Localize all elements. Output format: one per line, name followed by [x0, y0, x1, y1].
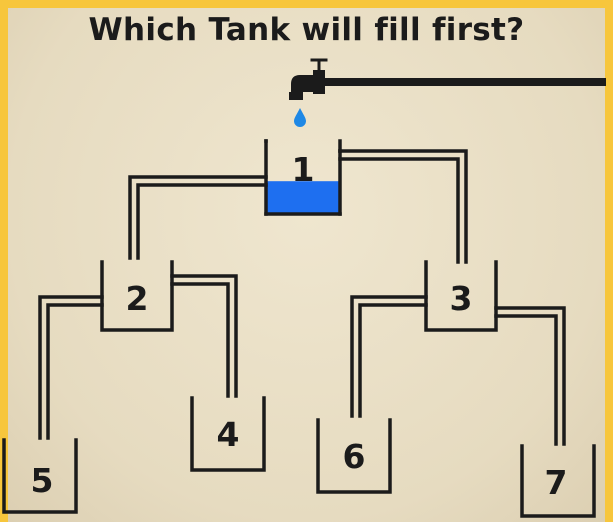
pipe-3-to-7: [496, 308, 564, 444]
water-drop-icon: [294, 108, 306, 127]
tank-6-label: 6: [343, 437, 366, 476]
tank-4-label: 4: [217, 415, 240, 454]
tank-5-label: 5: [31, 461, 54, 500]
tank-7-label: 7: [545, 463, 568, 502]
pipe-1-to-2: [130, 177, 266, 258]
pipe-3-to-6: [352, 297, 426, 416]
pipe-1-to-3: [340, 151, 466, 262]
tank-1-label: 1: [292, 150, 315, 189]
tank-3-label: 3: [450, 279, 473, 318]
tank-2-label: 2: [126, 279, 149, 318]
pipe-2-to-4: [172, 276, 236, 396]
faucet-icon: [289, 60, 602, 100]
pipe-2-to-5: [40, 297, 102, 438]
